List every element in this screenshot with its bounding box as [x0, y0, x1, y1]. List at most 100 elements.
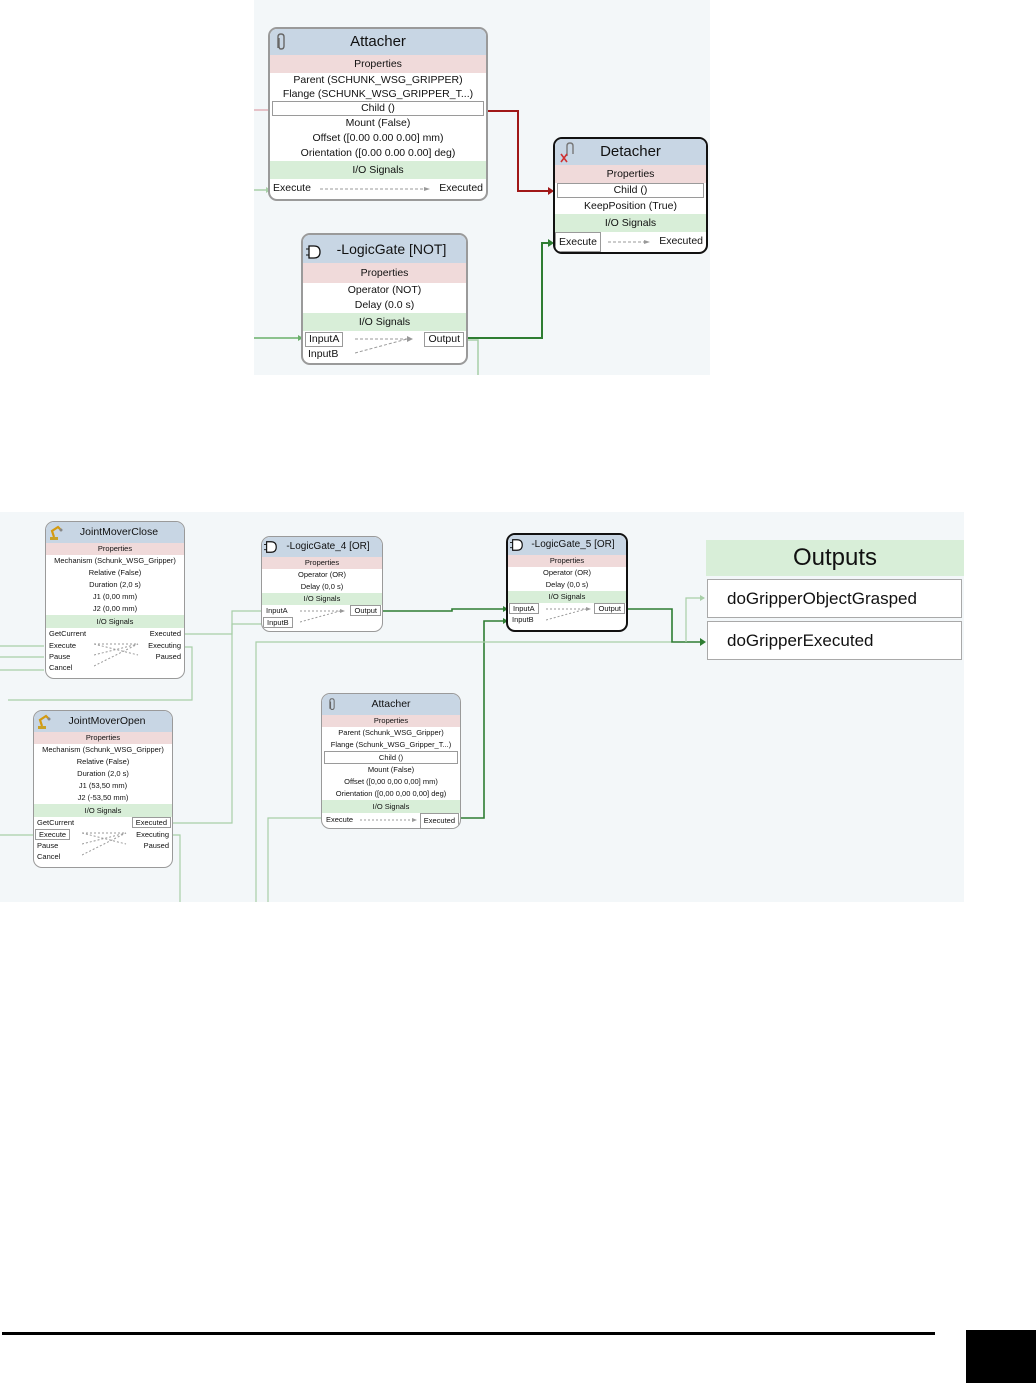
- bottom-wires: [0, 595, 706, 902]
- wire-open-to-gate4-b: [172, 623, 262, 824]
- detacher-title: Detacher: [600, 143, 661, 160]
- logicgate-4-header[interactable]: -LogicGate_4 [OR]: [262, 537, 382, 557]
- logicgate-not-prop-operator[interactable]: Operator (NOT): [347, 284, 422, 296]
- attacher-bottom-prop-orientation[interactable]: Orientation ([0,00 0,00 0,00] deg): [335, 789, 447, 798]
- logicgate-not-prop-delay[interactable]: Delay (0.0 s): [354, 299, 415, 311]
- jointmover-close-in-pause[interactable]: Pause: [49, 652, 71, 661]
- attacher-bottom-header[interactable]: Attacher: [322, 694, 460, 715]
- attacher-prop-orientation[interactable]: Orientation ([0.00 0.00 0.00] deg): [300, 147, 456, 159]
- logicgate-5-signals-heading: I/O Signals: [508, 591, 626, 603]
- jointmover-open-in-pause[interactable]: Pause: [37, 841, 59, 850]
- arrow-outputs-grasped: [700, 595, 705, 601]
- jointmover-close-out-paused[interactable]: Paused: [155, 652, 181, 661]
- attacher-prop-mount[interactable]: Mount (False): [345, 117, 411, 129]
- logicgate-5-header[interactable]: -LogicGate_5 [OR]: [508, 535, 626, 555]
- attacher-bottom-prop-mount[interactable]: Mount (False): [367, 765, 415, 774]
- jointmover-close-prop-duration[interactable]: Duration (2,0 s): [89, 580, 141, 589]
- logicgate-5-input-a[interactable]: InputA: [509, 603, 539, 614]
- attacher-bottom-executed-port[interactable]: Executed: [419, 813, 459, 828]
- logicgate-not-block[interactable]: -LogicGate [NOT] Properties Operator (NO…: [301, 233, 468, 365]
- jointmover-open-out-executed[interactable]: Executed: [131, 817, 171, 828]
- jointmover-open-prop-j1[interactable]: J1 (53,50 mm): [78, 781, 128, 790]
- logicgate-4-prop-delay[interactable]: Delay (0,0 s): [300, 582, 344, 591]
- jointmover-close-signals-heading: I/O Signals: [46, 615, 184, 628]
- attacher-prop-offset[interactable]: Offset ([0.00 0.00 0.00] mm): [312, 132, 444, 144]
- logicgate-4-block[interactable]: -LogicGate_4 [OR] Properties Operator (O…: [261, 536, 383, 632]
- attacher-header[interactable]: Attacher: [270, 29, 486, 55]
- logicgate-5-prop-operator[interactable]: Operator (OR): [543, 568, 591, 577]
- logicgate-4-input-b[interactable]: InputB: [263, 617, 293, 628]
- attacher-prop-flange[interactable]: Flange (SCHUNK_WSG_GRIPPER_T...): [282, 88, 474, 100]
- detacher-prop-child[interactable]: Child (): [557, 183, 704, 198]
- page-corner-tab: [966, 1330, 1036, 1383]
- logicgate-5-output[interactable]: Output: [594, 603, 625, 614]
- attacher-bottom-properties-heading: Properties: [322, 715, 460, 727]
- jointmover-close-prop-j1[interactable]: J1 (0,00 mm): [92, 592, 138, 601]
- jointmover-open-in-getcurrent[interactable]: GetCurrent: [37, 818, 75, 827]
- wire-open-executing-down: [172, 834, 181, 902]
- jointmover-open-prop-duration[interactable]: Duration (2,0 s): [77, 769, 129, 778]
- attacher-bottom-title: Attacher: [371, 698, 411, 710]
- jointmover-close-properties-heading: Properties: [46, 543, 184, 555]
- attacher-signal-link: [320, 187, 430, 191]
- attacher-bottom-execute-port[interactable]: Execute: [326, 815, 354, 824]
- attacher-executed-port[interactable]: Executed: [439, 182, 483, 194]
- jointmover-close-in-cancel[interactable]: Cancel: [49, 663, 73, 672]
- attacher-bottom-prop-parent[interactable]: Parent (Schunk_WSG_Gripper): [338, 728, 444, 737]
- attacher-bottom-prop-flange[interactable]: Flange (Schunk_WSG_Gripper_T...): [330, 740, 452, 749]
- jointmover-close-block[interactable]: JointMoverClose Properties Mechanism (Sc…: [45, 521, 185, 679]
- wire-attacher-to-gate5: [460, 620, 506, 819]
- attacher-bottom-signals-heading: I/O Signals: [322, 800, 460, 813]
- arrow-detacher-execute: [548, 239, 554, 247]
- detacher-block[interactable]: Detacher Properties Child () KeepPositio…: [553, 137, 708, 254]
- jointmover-close-prop-relative[interactable]: Relative (False): [88, 568, 142, 577]
- jointmover-open-out-paused[interactable]: Paused: [143, 841, 169, 850]
- attacher-bottom-block[interactable]: Attacher Properties Parent (Schunk_WSG_G…: [321, 693, 461, 829]
- logic-gate-icon: [264, 540, 278, 562]
- detacher-execute-port[interactable]: Execute: [555, 232, 601, 252]
- logicgate-not-input-a[interactable]: InputA: [305, 332, 344, 347]
- attacher-bottom-prop-offset[interactable]: Offset ([0,00 0,00 0,00] mm): [344, 777, 438, 786]
- top-diagram-panel: Attacher Properties Parent (SCHUNK_WSG_G…: [254, 0, 710, 375]
- logicgate-5-block[interactable]: -LogicGate_5 [OR] Properties Operator (O…: [506, 533, 628, 632]
- jointmover-open-prop-mechanism[interactable]: Mechanism (Schunk_WSG_Gripper): [42, 745, 164, 754]
- output-do-gripper-executed[interactable]: doGripperExecuted: [707, 621, 962, 660]
- detacher-executed-port[interactable]: Executed: [659, 235, 703, 247]
- logicgate-not-output[interactable]: Output: [424, 332, 464, 347]
- logicgate-4-input-a[interactable]: InputA: [266, 606, 288, 615]
- jointmover-open-prop-relative[interactable]: Relative (False): [76, 757, 130, 766]
- jointmover-open-prop-j2[interactable]: J2 (-53,50 mm): [77, 793, 129, 802]
- jointmover-close-prop-mechanism[interactable]: Mechanism (Schunk_WSG_Gripper): [54, 556, 176, 565]
- logicgate-not-input-b[interactable]: InputB: [308, 348, 339, 360]
- logicgate-not-signal-links: [355, 336, 413, 354]
- output-do-gripper-object-grasped[interactable]: doGripperObjectGrasped: [707, 579, 962, 618]
- jointmover-open-out-executing[interactable]: Executing: [136, 830, 169, 839]
- logicgate-4-signals-heading: I/O Signals: [262, 593, 382, 605]
- detacher-header[interactable]: Detacher: [555, 139, 706, 165]
- output-do-gripper-object-grasped-label: doGripperObjectGrasped: [727, 589, 917, 608]
- jointmover-open-in-cancel[interactable]: Cancel: [37, 852, 61, 861]
- attacher-bottom-signal-link: [360, 818, 417, 822]
- jointmover-close-header[interactable]: JointMoverClose: [46, 522, 184, 543]
- attacher-execute-port[interactable]: Execute: [273, 182, 311, 194]
- jointmover-close-in-getcurrent[interactable]: GetCurrent: [49, 629, 87, 638]
- attacher-prop-child[interactable]: Child (): [272, 101, 484, 116]
- jointmover-close-out-executed[interactable]: Executed: [149, 629, 181, 638]
- jointmover-close-prop-j2[interactable]: J2 (0,00 mm): [92, 604, 138, 613]
- logicgate-5-input-b[interactable]: InputB: [512, 615, 534, 624]
- logicgate-4-prop-operator[interactable]: Operator (OR): [298, 570, 346, 579]
- detacher-prop-keepposition[interactable]: KeepPosition (True): [584, 200, 677, 212]
- jointmover-close-out-executing[interactable]: Executing: [148, 641, 181, 650]
- jointmover-open-header[interactable]: JointMoverOpen: [34, 711, 172, 732]
- attacher-bottom-prop-child[interactable]: Child (): [324, 751, 458, 764]
- jointmover-open-block[interactable]: JointMoverOpen Properties Mechanism (Sch…: [33, 710, 173, 868]
- detach-paperclip-icon: [559, 142, 577, 173]
- logicgate-5-prop-delay[interactable]: Delay (0,0 s): [545, 580, 589, 589]
- logicgate-4-output[interactable]: Output: [350, 605, 381, 616]
- jointmover-open-in-execute[interactable]: Execute: [35, 829, 71, 840]
- attacher-prop-parent[interactable]: Parent (SCHUNK_WSG_GRIPPER): [293, 74, 463, 86]
- logic-gate-icon: [306, 241, 322, 269]
- attacher-block[interactable]: Attacher Properties Parent (SCHUNK_WSG_G…: [268, 27, 488, 201]
- jointmover-close-in-execute[interactable]: Execute: [49, 641, 77, 650]
- logicgate-not-header[interactable]: -LogicGate [NOT]: [303, 235, 466, 263]
